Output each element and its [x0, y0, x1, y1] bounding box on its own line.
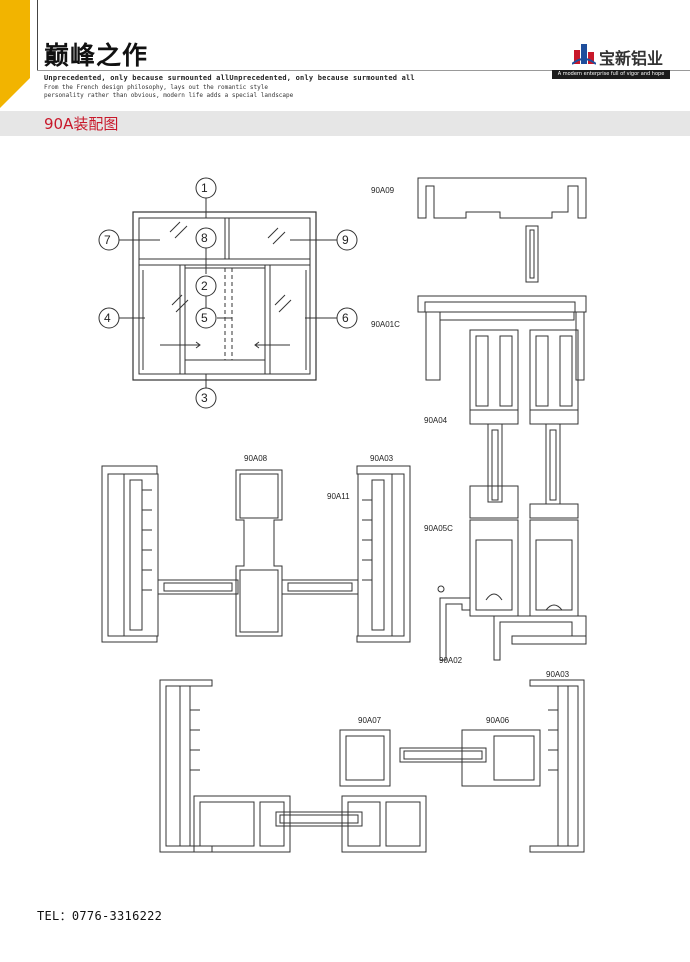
callout-5: 5	[201, 311, 208, 325]
section-bar	[0, 111, 690, 136]
label-90A02: 90A02	[439, 656, 463, 665]
label-90A03-top: 90A03	[370, 454, 394, 463]
callout-7: 7	[104, 233, 111, 247]
tagline-bold: Unprecedented, only because surmounted a…	[44, 74, 415, 82]
label-90A05C: 90A05C	[424, 524, 453, 533]
callout-6: 6	[342, 311, 349, 325]
callout-1: 1	[201, 181, 208, 195]
section-title: 90A装配图	[44, 115, 119, 133]
label-90A07: 90A07	[358, 716, 382, 725]
profile-section-bottom	[159, 679, 585, 853]
yellow-corner-accent	[0, 0, 30, 108]
window-elevation	[98, 177, 358, 409]
footer-telephone: TEL：0776-3316222	[37, 909, 163, 923]
callout-9: 9	[342, 233, 349, 247]
label-90A08: 90A08	[244, 454, 268, 463]
brand-slogan: A modern enterprise full of vigor and ho…	[552, 70, 670, 79]
label-90A09: 90A09	[371, 186, 395, 195]
profile-section-middle	[101, 465, 411, 643]
label-90A01C: 90A01C	[371, 320, 400, 329]
callout-2: 2	[201, 279, 208, 293]
page-title: 巅峰之作	[44, 41, 149, 70]
brand-name: 宝新铝业	[599, 49, 664, 68]
header-divider-horizontal	[37, 70, 690, 71]
tagline-line-2: personality rather than obvious, modern …	[44, 92, 294, 99]
label-90A03-bottom: 90A03	[546, 670, 570, 679]
callout-3: 3	[201, 391, 208, 405]
callout-4: 4	[104, 311, 111, 325]
brand-logo-icon	[572, 44, 596, 65]
header-divider-vertical	[37, 0, 38, 70]
label-90A04: 90A04	[424, 416, 448, 425]
callout-8: 8	[201, 231, 208, 245]
profile-section-right	[417, 177, 587, 661]
label-90A06: 90A06	[486, 716, 510, 725]
tagline-line-1: From the French design philosophy, lays …	[44, 84, 268, 91]
label-90A11: 90A11	[327, 492, 350, 501]
tagline-text: From the French design philosophy, lays …	[44, 84, 293, 100]
